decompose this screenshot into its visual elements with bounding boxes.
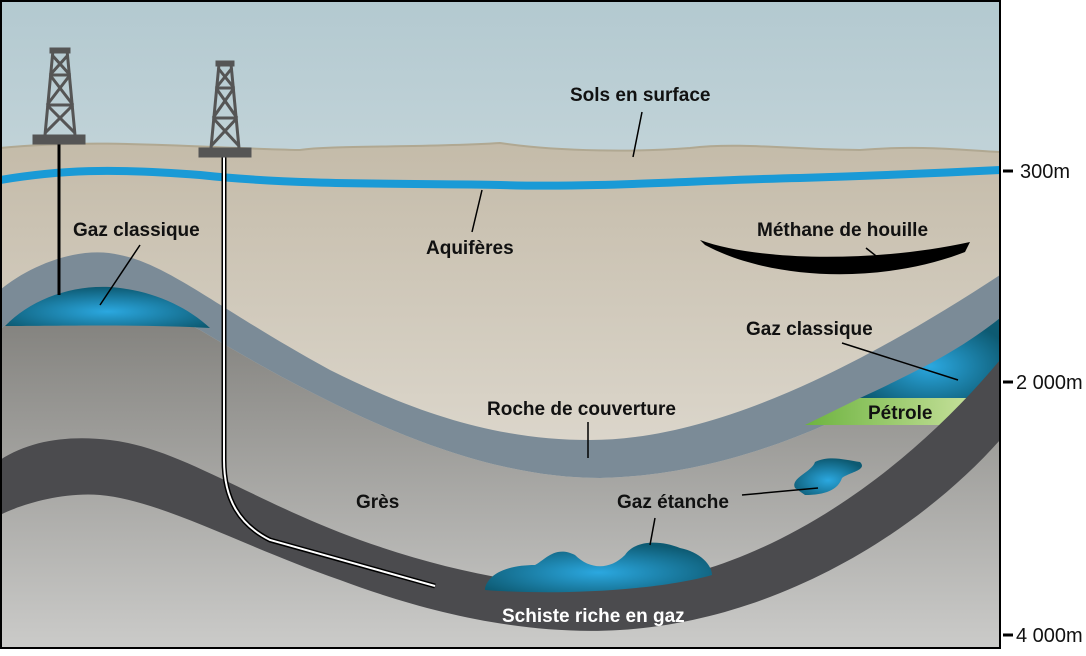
label-aquifers: Aquifères [426,238,514,259]
aquifer-layer [0,166,1001,190]
tight-gas-small [794,458,863,495]
coalbed-methane-seam [700,240,970,275]
label-coalbed-methane: Méthane de houille [757,220,928,241]
label-surface-soil: Sols en surface [570,85,710,106]
oil-layer [805,398,970,425]
leader-lines [99,111,959,546]
drilling-rig-left-icon [32,47,86,145]
conventional-gas-left [5,286,210,328]
depth-2000m: 2 000m [1016,372,1083,394]
conventional-gas-right [860,318,1000,398]
tight-gas-large [485,542,712,593]
diagram-frame [0,0,1001,649]
label-conventional-gas-right: Gaz classique [746,319,873,340]
label-cap-rock: Roche de couverture [487,399,676,420]
label-sandstone: Grès [356,492,399,513]
depth-300m: 300m [1020,161,1070,183]
label-oil: Pétrole [868,403,932,424]
depth-scale: 300m 2 000m 4 000m [1003,161,1083,647]
drilling-rig-right-icon [198,60,252,158]
shale-layer [0,360,1000,631]
label-conventional-gas-left: Gaz classique [73,220,200,241]
label-gas-rich-shale: Schiste riche en gaz [502,606,685,627]
depth-4000m: 4 000m [1016,625,1083,647]
label-tight-gas: Gaz étanche [617,492,729,513]
cap-rock-layer [0,252,1000,478]
